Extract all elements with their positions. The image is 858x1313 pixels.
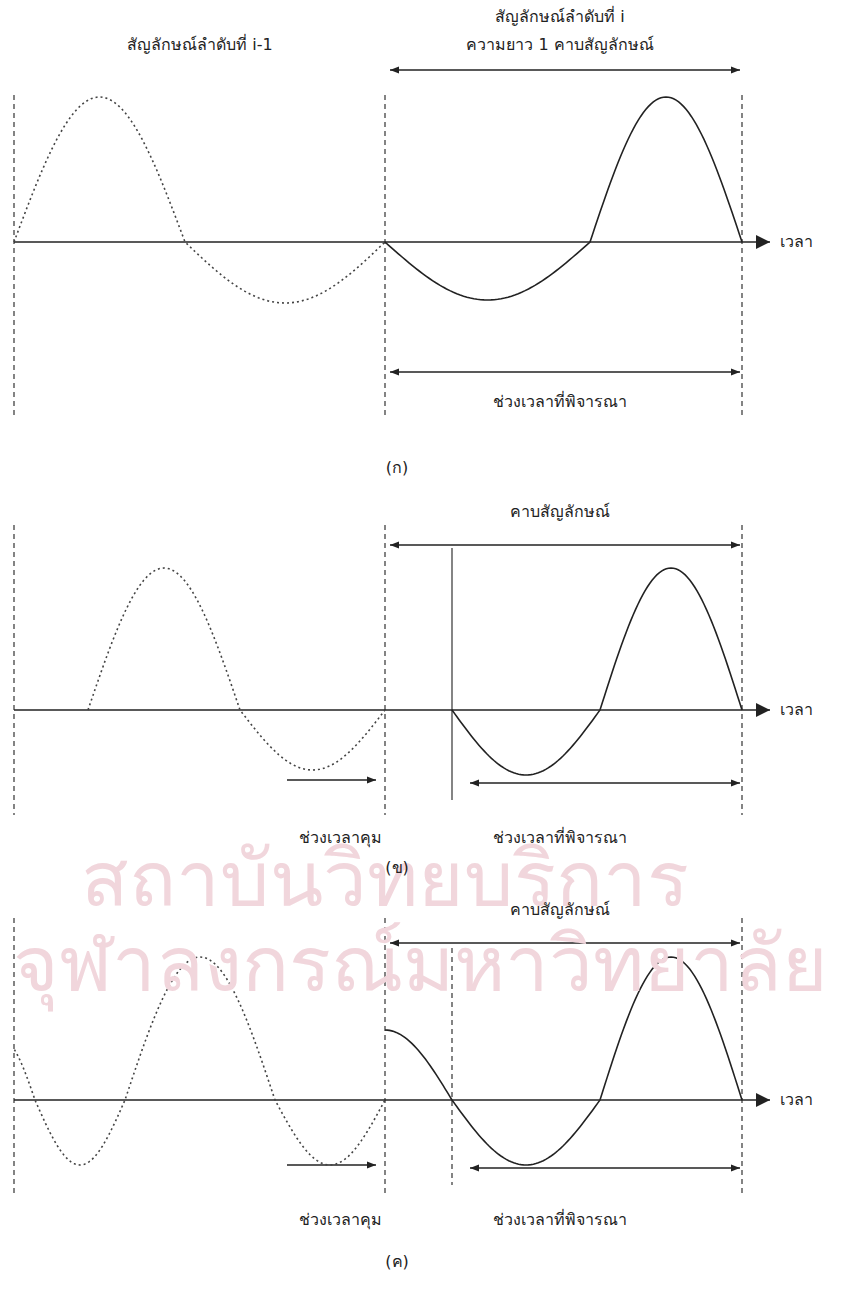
symbol-boundary	[741, 95, 742, 415]
axis-label: เวลา	[780, 232, 813, 253]
period-arrow	[390, 544, 740, 545]
symbol-boundary	[384, 95, 385, 415]
axis-label: เวลา	[780, 700, 813, 721]
symbol-label: สัญลักษณ์ลำดับที่ i	[495, 7, 625, 28]
time-axis	[14, 709, 770, 710]
guard-boundary	[451, 548, 452, 800]
panel-label: (ข)	[385, 858, 408, 879]
symbol-boundary	[741, 525, 742, 815]
symbol-boundary	[384, 525, 385, 815]
axis-label: เวลา	[780, 1090, 813, 1111]
period-arrow	[390, 69, 740, 70]
guard-label: ช่วงเวลาคุม	[299, 828, 382, 849]
previous-symbol-wave	[14, 97, 385, 303]
guard-arrow	[287, 779, 376, 780]
window-arrow	[470, 782, 740, 783]
time-axis	[14, 241, 770, 242]
previous-symbol-wave	[88, 568, 385, 770]
symbol-boundary	[13, 525, 14, 815]
current-symbol-wave	[452, 568, 742, 775]
panel	[14, 70, 770, 415]
period-label: คาบสัญลักษณ์	[510, 900, 610, 921]
window-label: ช่วงเวลาที่พิจารณา	[493, 392, 627, 413]
panel	[14, 525, 770, 815]
window-label: ช่วงเวลาที่พิจารณา	[493, 828, 627, 849]
window-arrow	[470, 1167, 740, 1168]
panel-label: (ก)	[386, 458, 408, 479]
window-label: ช่วงเวลาที่พิจารณา	[493, 1210, 627, 1231]
window-arrow	[390, 371, 740, 372]
time-axis	[14, 1099, 770, 1100]
guard-label: ช่วงเวลาคุม	[299, 1210, 382, 1231]
watermark: จุฬาลงกรณ์มหาวิทยาลัย	[13, 914, 828, 1015]
current-symbol-wave	[385, 97, 742, 300]
symbol-boundary	[13, 95, 14, 415]
symbol-label: สัญลักษณ์ลำดับที่ i-1	[127, 35, 272, 56]
period-label: ความยาว 1 คาบสัญลักษณ์	[466, 35, 653, 56]
panel-label: (ค)	[385, 1252, 408, 1273]
period-label: คาบสัญลักษณ์	[510, 502, 610, 523]
